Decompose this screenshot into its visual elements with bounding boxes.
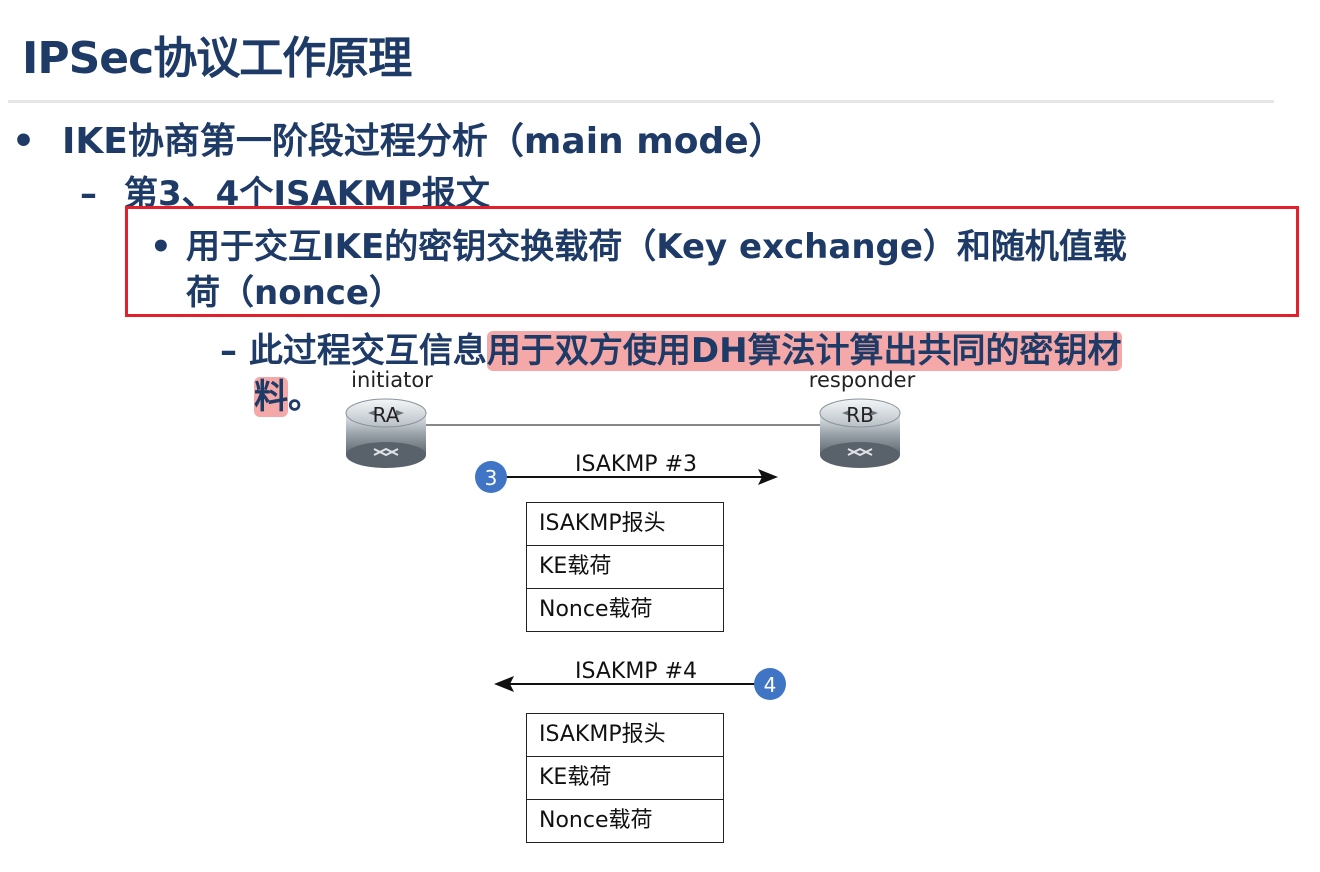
- message4-packet: ISAKMP报头 KE载荷 Nonce载荷: [526, 713, 724, 843]
- bullet-level1: • IKE协商第一阶段过程分析（main mode）: [12, 112, 785, 164]
- packet-row: ISAKMP报头: [527, 714, 723, 757]
- highlight-box: [125, 206, 1299, 317]
- router-icon: [345, 398, 427, 468]
- packet-row: Nonce载荷: [539, 597, 653, 622]
- left-device-role: initiator: [351, 368, 433, 392]
- arrowhead-right-icon: [758, 469, 778, 485]
- bullet-level4-line2: 料。: [220, 374, 1280, 420]
- bullet-marker: •: [12, 121, 36, 162]
- right-device-name: RB: [846, 403, 874, 427]
- bullet-level4-line1: – 此过程交互信息用于双方使用DH算法计算出共同的密钥材: [220, 328, 1280, 374]
- highlighted-text: 用于双方使用DH算法计算出共同的密钥材: [486, 331, 1122, 371]
- left-device-name: RA: [373, 403, 400, 427]
- page-title: IPSec协议工作原理: [22, 33, 412, 84]
- packet-row: KE载荷: [527, 546, 723, 589]
- bullet-level3-line1: 用于交互IKE的密钥交换载荷（Key exchange）和随机值载: [186, 227, 1127, 267]
- bullet-level4-tail: 。: [288, 377, 322, 417]
- message3-label: ISAKMP #3: [575, 452, 697, 477]
- router-icon: [819, 398, 901, 468]
- bullet-level3-line2: 荷（nonce）: [186, 273, 403, 313]
- packet-row: Nonce载荷: [539, 808, 653, 833]
- bullet-level1-text: IKE协商第一阶段过程分析（main mode）: [62, 121, 785, 162]
- bullet-level4-plain: 此过程交互信息: [248, 331, 487, 371]
- right-device-role: responder: [809, 368, 916, 392]
- packet-row: KE载荷: [527, 757, 723, 800]
- step-3-number: 3: [485, 466, 498, 490]
- message3-packet: ISAKMP报头 KE载荷 Nonce载荷: [526, 502, 724, 632]
- packet-row: ISAKMP报头: [527, 503, 723, 546]
- arrowhead-left-icon: [494, 676, 514, 692]
- bullet-marker: •: [150, 227, 172, 267]
- dash-marker: –: [80, 174, 97, 214]
- step-4-number: 4: [764, 673, 777, 697]
- dash-marker: –: [220, 331, 237, 371]
- bullet-level4: – 此过程交互信息用于双方使用DH算法计算出共同的密钥材 料。: [220, 328, 1280, 420]
- step-4-circle: [754, 668, 786, 700]
- title-divider: [8, 100, 1274, 103]
- message4-label: ISAKMP #4: [575, 659, 697, 684]
- step-3-circle: [475, 461, 507, 493]
- bullet-level3: • 用于交互IKE的密钥交换载荷（Key exchange）和随机值载 荷（no…: [150, 224, 1290, 316]
- highlighted-text: 料: [254, 377, 288, 417]
